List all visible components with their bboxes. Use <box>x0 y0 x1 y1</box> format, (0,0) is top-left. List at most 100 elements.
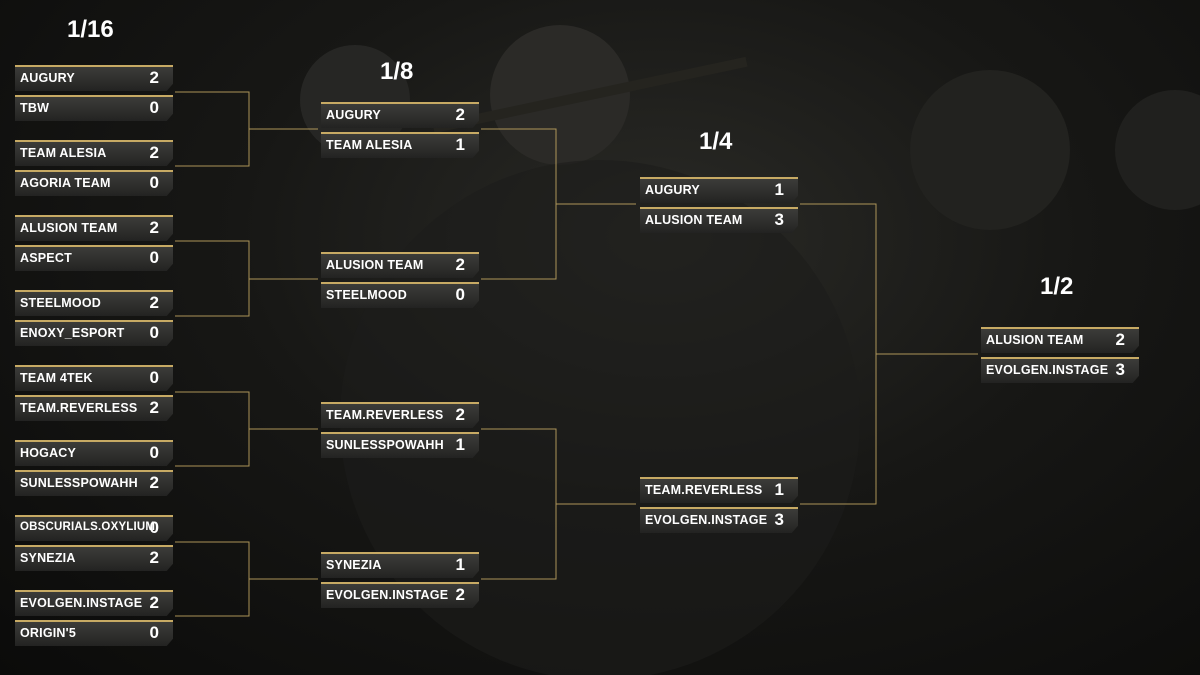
team-score: 2 <box>150 593 159 613</box>
team-name: TEAM 4TEK <box>20 371 93 385</box>
match-r8-2: ALUSION TEAM 2 STEELMOOD 0 <box>321 252 479 312</box>
team-name: ALUSION TEAM <box>986 333 1084 347</box>
team-score: 2 <box>150 218 159 238</box>
team-score: 1 <box>775 180 784 200</box>
team-row: SUNLESSPOWAHH 2 <box>15 470 173 496</box>
team-score: 2 <box>150 143 159 163</box>
team-name: TBW <box>20 101 49 115</box>
connector-line <box>175 392 249 466</box>
team-name: SYNEZIA <box>20 551 76 565</box>
team-score: 2 <box>150 548 159 568</box>
team-name: EVOLGEN.INSTAGE <box>20 596 142 610</box>
team-row: AGORIA TEAM0 <box>15 170 173 196</box>
team-score: 2 <box>456 405 465 425</box>
team-name: TEAM.REVERLESS <box>645 483 762 497</box>
team-score: 2 <box>456 255 465 275</box>
team-name: ALUSION TEAM <box>20 221 118 235</box>
match-r16-3: ALUSION TEAM 2 ASPECT 0 <box>15 215 173 275</box>
team-row: EVOLGEN.INSTAGE 2 <box>321 582 479 608</box>
team-name: TEAM ALESIA <box>20 146 106 160</box>
team-score: 1 <box>456 135 465 155</box>
team-score: 2 <box>150 293 159 313</box>
team-name: STEELMOOD <box>326 288 407 302</box>
team-name: EVOLGEN.INSTAGE <box>986 363 1108 377</box>
team-row: ALUSION TEAM 2 <box>15 215 173 241</box>
team-row: AUGURY 2 <box>15 65 173 91</box>
team-row: EVOLGEN.INSTAGE 2 <box>15 590 173 616</box>
connector-line <box>175 241 249 316</box>
team-name: AUGURY <box>645 183 700 197</box>
match-r4-2: TEAM.REVERLESS 1 EVOLGEN.INSTAGE3 <box>640 477 798 537</box>
team-row: STEELMOOD 0 <box>321 282 479 308</box>
team-score: 1 <box>456 435 465 455</box>
match-r16-4: STEELMOOD 2 ENOXY_ESPORT 0 <box>15 290 173 350</box>
team-name: TEAM ALESIA <box>326 138 412 152</box>
team-row: ALUSION TEAM 2 <box>981 327 1139 353</box>
team-name: ORIGIN'5 <box>20 626 76 640</box>
team-row: ALUSION TEAM 2 <box>321 252 479 278</box>
team-score: 0 <box>150 323 159 343</box>
team-score: 2 <box>150 68 159 88</box>
team-score: 0 <box>150 248 159 268</box>
team-name: SUNLESSPOWAHH <box>20 476 138 490</box>
team-row: ASPECT 0 <box>15 245 173 271</box>
connector-line <box>481 129 556 279</box>
team-score: 1 <box>775 480 784 500</box>
match-r16-6: HOGACY 0 SUNLESSPOWAHH 2 <box>15 440 173 500</box>
team-name: TEAM.REVERLESS <box>20 401 137 415</box>
team-score: 3 <box>1116 360 1125 380</box>
connector-line <box>800 204 876 504</box>
team-row: STEELMOOD 2 <box>15 290 173 316</box>
match-r8-3: TEAM.REVERLESS2 SUNLESSPOWAHH1 <box>321 402 479 462</box>
team-score: 2 <box>456 585 465 605</box>
match-r8-4: SYNEZIA 1 EVOLGEN.INSTAGE 2 <box>321 552 479 612</box>
team-score: 0 <box>150 443 159 463</box>
team-row: TEAM 4TEK0 <box>15 365 173 391</box>
team-name: STEELMOOD <box>20 296 101 310</box>
team-row: HOGACY 0 <box>15 440 173 466</box>
team-name: AUGURY <box>20 71 75 85</box>
team-row: ENOXY_ESPORT 0 <box>15 320 173 346</box>
team-row: TEAM ALESIA 2 <box>15 140 173 166</box>
team-name: ALUSION TEAM <box>326 258 424 272</box>
team-name: AUGURY <box>326 108 381 122</box>
team-score: 1 <box>456 555 465 575</box>
match-r2-1: ALUSION TEAM 2 EVOLGEN.INSTAGE 3 <box>981 327 1139 387</box>
match-r4-1: AUGURY 1 ALUSION TEAM 3 <box>640 177 798 237</box>
team-score: 0 <box>150 518 159 538</box>
team-name: ENOXY_ESPORT <box>20 326 125 340</box>
team-row: TEAM.REVERLESS 1 <box>640 477 798 503</box>
team-score: 2 <box>1116 330 1125 350</box>
connector-line <box>175 92 249 166</box>
team-name: EVOLGEN.INSTAGE <box>326 588 448 602</box>
connector-line <box>175 542 249 616</box>
team-row: SYNEZIA 1 <box>321 552 479 578</box>
team-name: SYNEZIA <box>326 558 382 572</box>
team-name: ASPECT <box>20 251 72 265</box>
team-name: OBSCURIALS.OXYLIUM <box>20 521 155 533</box>
team-score: 3 <box>775 510 784 530</box>
team-name: HOGACY <box>20 446 76 460</box>
team-name: ALUSION TEAM <box>645 213 743 227</box>
team-row: AUGURY 1 <box>640 177 798 203</box>
team-score: 3 <box>775 210 784 230</box>
team-row: EVOLGEN.INSTAGE 3 <box>981 357 1139 383</box>
team-score: 2 <box>150 473 159 493</box>
connector-line <box>481 429 556 579</box>
team-score: 0 <box>456 285 465 305</box>
team-name: AGORIA TEAM <box>20 176 111 190</box>
